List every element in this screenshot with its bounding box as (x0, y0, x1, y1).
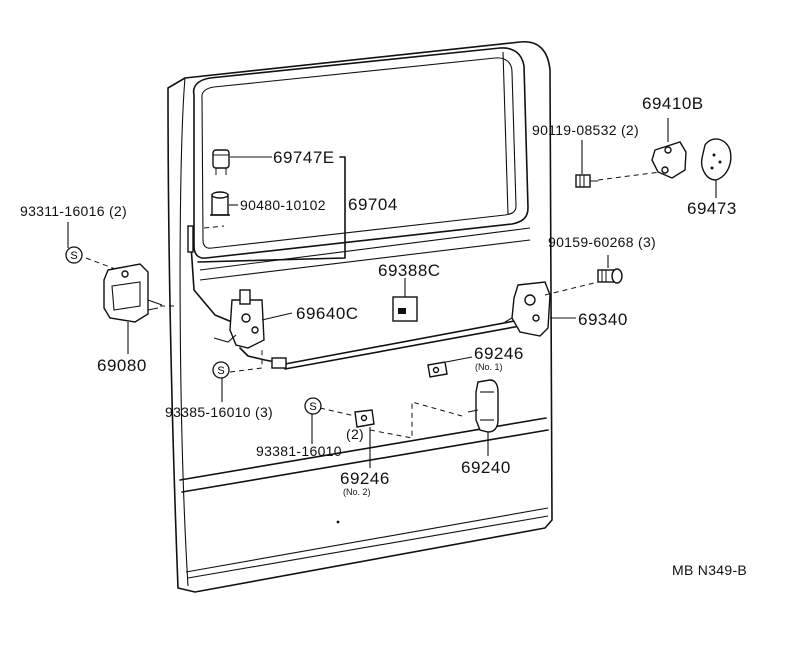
lock-assembly (213, 289, 293, 365)
inside-handle-part (103, 263, 163, 323)
callout-69747e: 69747E (273, 148, 335, 167)
callout-90119: 90119-08532 (2) (532, 122, 639, 138)
rod-end (187, 225, 194, 253)
drawing-code: MB N349-B (672, 562, 748, 578)
guide-no1-part (427, 361, 448, 378)
lock-rod (189, 229, 233, 323)
callout-69388c: 69388C (378, 261, 441, 280)
cover-part (700, 138, 732, 181)
standard-part-symbol-3: S (304, 397, 322, 415)
standard-part-symbol-1: S (65, 246, 83, 264)
callout-93381: 93381-16010 (256, 443, 342, 459)
callout-69246-no2: 69246 (340, 469, 390, 488)
callout-69704: 69704 (348, 195, 398, 214)
callout-69340: 69340 (578, 310, 628, 329)
callout-90159: 90159-60268 (3) (548, 234, 657, 250)
guide-no2-part (354, 409, 375, 428)
callout-93381-qty: (2) (346, 426, 365, 442)
callout-93385: 93385-16010 (3) (165, 404, 274, 420)
callout-69080: 69080 (97, 356, 147, 375)
door-panel (167, 41, 553, 593)
control-cable (284, 319, 521, 365)
callout-90480: 90480-10102 (240, 197, 326, 213)
callout-69246-no1: 69246 (474, 344, 524, 363)
svg-text:S: S (217, 365, 224, 377)
callout-69246-no2-note: (No. 2) (343, 487, 371, 497)
rear-latch-part (504, 281, 551, 337)
leader-69704 (197, 156, 346, 263)
callout-69473: 69473 (687, 199, 737, 218)
callout-69246-no1-note: (No. 1) (475, 362, 503, 372)
callout-93311: 93311-16016 (2) (20, 203, 127, 219)
callout-69410b: 69410B (642, 94, 704, 113)
striker-bolt (575, 174, 598, 188)
standard-part-symbol-2: S (212, 361, 230, 379)
callout-69240: 69240 (461, 458, 511, 477)
lock-knob-part (212, 149, 230, 175)
svg-text:S: S (309, 401, 316, 413)
latch-screw (597, 268, 623, 284)
outside-handle-part (467, 379, 499, 433)
protector-part (392, 296, 418, 322)
svg-text:S: S (70, 250, 77, 262)
striker-part (651, 141, 687, 179)
grommet-part (210, 191, 230, 216)
callout-69640c: 69640C (296, 304, 359, 323)
